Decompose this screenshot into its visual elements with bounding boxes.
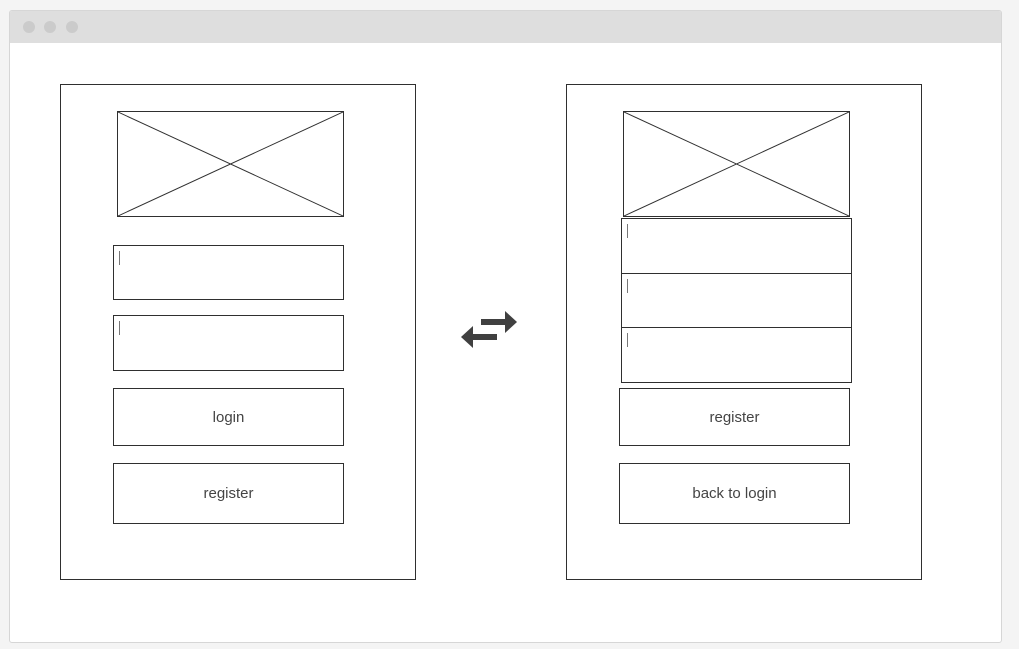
register-button[interactable]: register <box>113 463 344 524</box>
register-panel: register back to login <box>566 84 922 580</box>
login-button[interactable]: login <box>113 388 344 446</box>
register-field-2[interactable] <box>621 273 852 329</box>
window-titlebar <box>10 11 1001 43</box>
text-caret <box>627 333 628 347</box>
back-to-login-button[interactable]: back to login <box>619 463 850 524</box>
text-caret <box>119 321 120 335</box>
image-placeholder-icon <box>117 111 344 217</box>
text-caret <box>119 251 120 265</box>
maximize-dot[interactable] <box>66 21 78 33</box>
login-panel: login register <box>60 84 416 580</box>
minimize-dot[interactable] <box>44 21 56 33</box>
text-caret <box>627 279 628 293</box>
username-field[interactable] <box>113 245 344 300</box>
register-field-1[interactable] <box>621 218 852 274</box>
register-submit-button[interactable]: register <box>619 388 850 446</box>
swap-arrows-icon <box>459 307 519 355</box>
register-field-3[interactable] <box>621 327 852 383</box>
text-caret <box>627 224 628 238</box>
password-field[interactable] <box>113 315 344 371</box>
browser-window: login register register back to login <box>9 10 1002 643</box>
close-dot[interactable] <box>23 21 35 33</box>
image-placeholder-icon <box>623 111 850 217</box>
